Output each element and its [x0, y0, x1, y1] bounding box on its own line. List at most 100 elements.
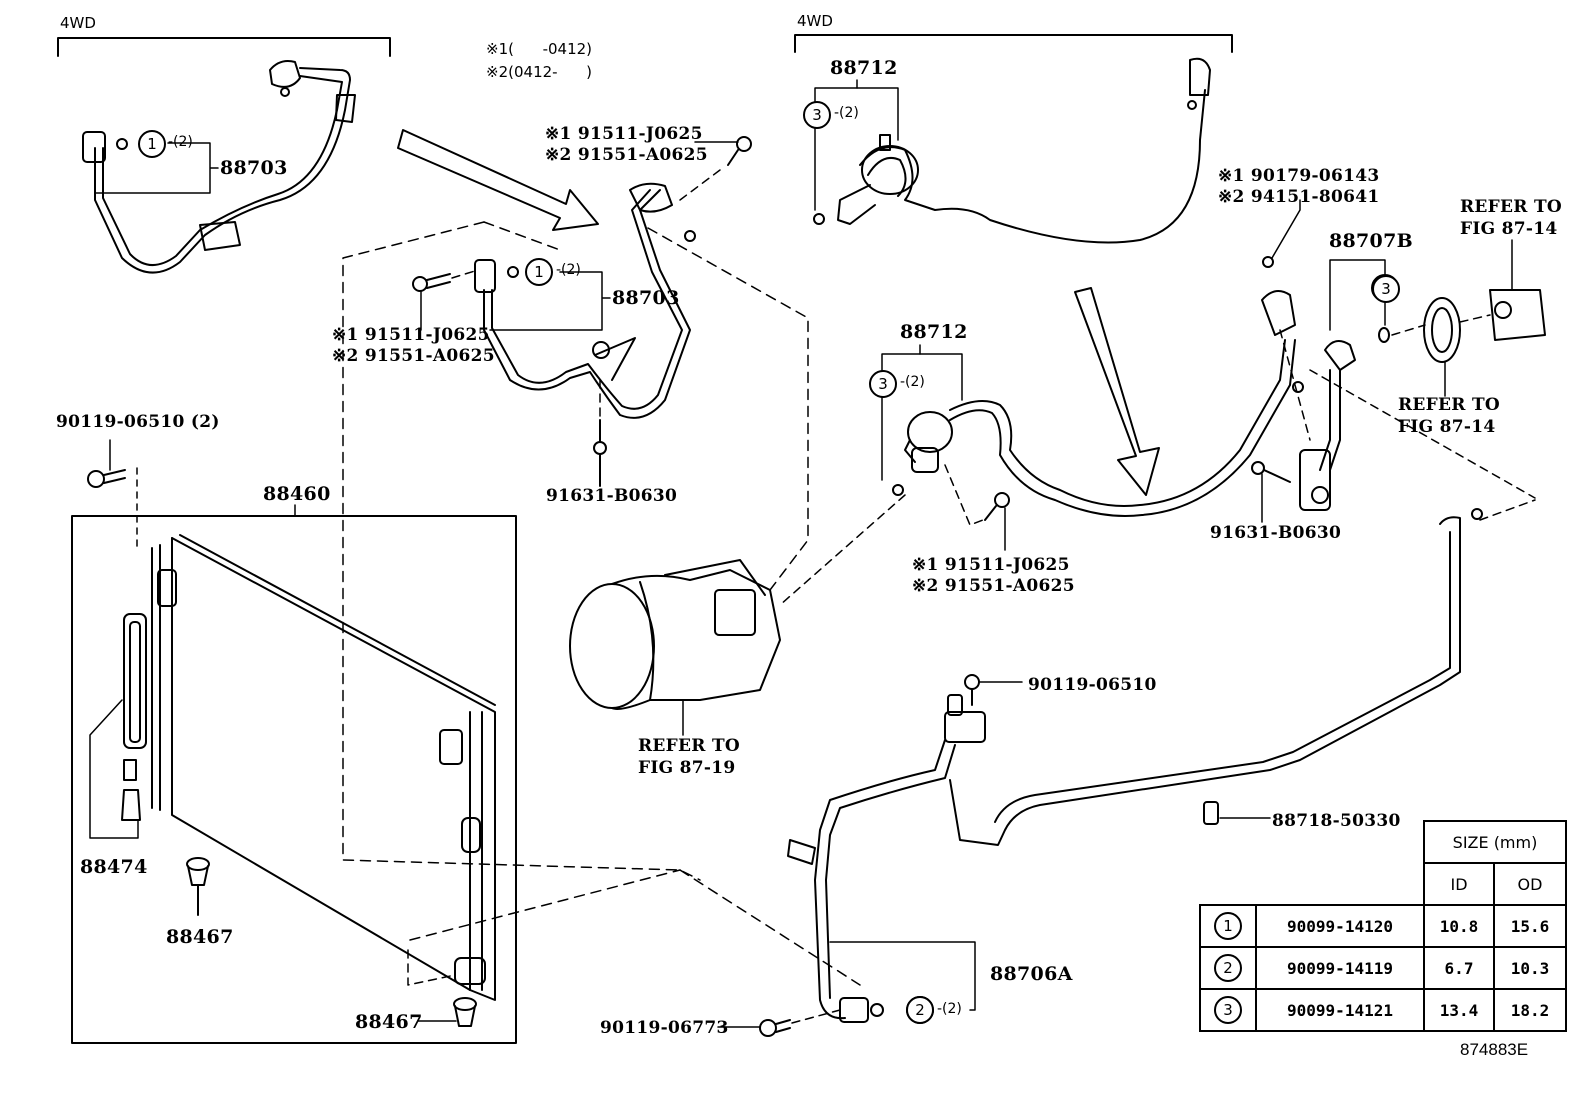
direction-arrow-2	[1074, 287, 1160, 496]
part-label-91631-center[interactable]: 91631-B0630	[546, 486, 678, 506]
part-label-91551-top[interactable]: ※2 91551-A0625	[545, 145, 708, 165]
variant-note-2: ※2(0412- )	[486, 63, 592, 81]
figure-id: 874883E	[1460, 1040, 1529, 1059]
tube-88706A	[787, 694, 986, 1023]
table-ref-circle: 1	[1214, 912, 1242, 940]
bolt-91511-left	[412, 273, 451, 292]
oring-ref-1-b: 1	[525, 258, 553, 286]
compressor-ref-line2[interactable]: FIG 87-19	[638, 758, 736, 778]
part-label-88707B[interactable]: 88707B	[1329, 230, 1413, 252]
table-od-value: 10.3	[1493, 946, 1567, 990]
condenser-box-88460	[71, 515, 517, 1044]
oring-qty-b: -(2)	[556, 262, 581, 278]
table-header-row-1: SIZE (mm)	[1200, 820, 1567, 864]
compressor	[569, 559, 781, 710]
part-label-88718-50330[interactable]: 88718-50330	[1272, 811, 1401, 831]
part-label-88712-top[interactable]: 88712	[830, 57, 898, 79]
hose-88703-center	[474, 182, 696, 419]
expansion-valve-ref-line2[interactable]: FIG 87-14	[1460, 219, 1558, 239]
table-row: 1 90099-14120 10.8 15.6	[1199, 904, 1567, 948]
part-label-91551-mid[interactable]: ※2 91551-A0625	[912, 576, 1075, 596]
group-label-4wd-left: 4WD	[60, 14, 96, 32]
table-header-size: SIZE (mm)	[1423, 820, 1567, 864]
table-id-value: 10.8	[1423, 904, 1495, 948]
liquid-tube	[949, 508, 1483, 846]
bolt-91631-right	[1251, 461, 1291, 483]
variant-note-2-range: (0412- )	[508, 63, 593, 81]
part-label-90179-06143[interactable]: ※1 90179-06143	[1218, 166, 1380, 186]
dash-line-1	[451, 269, 479, 279]
seal-ref-line2[interactable]: FIG 87-14	[1398, 417, 1496, 437]
bolt-91631-center	[593, 419, 607, 487]
seal-fig-87-14	[1423, 297, 1461, 363]
pipe-88707b-upper	[1261, 290, 1296, 336]
oring-ref-3-88707b: 3	[1372, 275, 1400, 303]
nut-90179	[1262, 256, 1274, 268]
variant-note-1-mark: ※1	[486, 40, 509, 58]
part-label-91511-left[interactable]: ※1 91511-J0625	[332, 325, 490, 345]
table-part-number[interactable]: 90099-14120	[1255, 904, 1425, 948]
table-header-od: OD	[1493, 862, 1567, 906]
bolt-90119-condenser	[87, 469, 126, 488]
expansion-valve-ref-line1[interactable]: REFER TO	[1460, 197, 1563, 217]
hose-88712-4wd	[837, 57, 1211, 244]
table-ref-circle: 3	[1214, 996, 1242, 1024]
leader-88703-4wd	[94, 142, 219, 194]
part-label-88474[interactable]: 88474	[80, 856, 148, 878]
variant-note-1-range: ( -0412)	[508, 40, 593, 58]
variant-note-2-mark: ※2	[486, 63, 509, 81]
oring-ref-3-top: 3	[803, 101, 831, 129]
part-label-88703-a[interactable]: 88703	[220, 157, 288, 179]
oring-qty-88706a: -(2)	[937, 1001, 962, 1017]
tube-88707B	[1299, 340, 1356, 511]
part-label-90119-06510-right[interactable]: 90119-06510	[1028, 675, 1157, 695]
cushion-88467-left	[186, 857, 210, 916]
expansion-valve-fig-87-14	[1489, 289, 1546, 341]
table-part-number[interactable]: 90099-14121	[1255, 988, 1425, 1032]
part-label-91511-mid[interactable]: ※1 91511-J0625	[912, 555, 1070, 575]
part-label-94151-80641[interactable]: ※2 94151-80641	[1218, 187, 1380, 207]
part-label-88712-mid[interactable]: 88712	[900, 321, 968, 343]
part-label-90119-06510-qty2[interactable]: 90119-06510 (2)	[56, 412, 220, 432]
table-row: 3 90099-14121 13.4 18.2	[1199, 988, 1567, 1032]
part-label-88467-a[interactable]: 88467	[166, 926, 234, 948]
oring-qty-mid: -(2)	[900, 374, 925, 390]
part-label-91631-right[interactable]: 91631-B0630	[1210, 523, 1342, 543]
oring-qty-top: -(2)	[834, 105, 859, 121]
group-label-4wd-right: 4WD	[797, 12, 833, 30]
condenser-88460	[151, 534, 496, 1001]
table-od-value: 18.2	[1493, 988, 1567, 1032]
drier-88474	[121, 613, 147, 821]
part-label-88460[interactable]: 88460	[263, 483, 331, 505]
oring-qty-a: -(2)	[168, 134, 193, 150]
bolt-91511-mid-right	[984, 492, 1010, 521]
compressor-ref-line1[interactable]: REFER TO	[638, 736, 741, 756]
bolt-91511-top	[727, 136, 752, 166]
part-label-88703-b[interactable]: 88703	[612, 287, 680, 309]
cushion-88467-right	[453, 997, 477, 1027]
bolt-90119-06510-right	[964, 674, 980, 706]
dash-outline-left	[342, 221, 701, 881]
part-label-88706A[interactable]: 88706A	[990, 963, 1073, 985]
table-header-row-2: ID OD	[1200, 862, 1567, 906]
table-id-value: 6.7	[1423, 946, 1495, 990]
part-label-88467-b[interactable]: 88467	[355, 1011, 423, 1033]
variant-note-1: ※1( -0412)	[486, 40, 592, 58]
group-bracket-4wd-right	[794, 34, 1233, 53]
seal-ref-line1[interactable]: REFER TO	[1398, 395, 1501, 415]
table-od-value: 15.6	[1493, 904, 1567, 948]
table-header-id: ID	[1423, 862, 1495, 906]
hose-88703-4wd	[82, 60, 356, 274]
table-part-number[interactable]: 90099-14119	[1255, 946, 1425, 990]
table-ref-circle: 2	[1214, 954, 1242, 982]
table-id-value: 13.4	[1423, 988, 1495, 1032]
group-bracket-4wd-left	[57, 37, 391, 57]
part-label-91511-top[interactable]: ※1 91511-J0625	[545, 124, 703, 144]
bolt-90119-06773	[759, 1019, 791, 1037]
part-label-90119-06773[interactable]: 90119-06773	[600, 1018, 729, 1038]
clamp-88718	[1203, 801, 1219, 825]
hose-88712-center	[904, 339, 1296, 517]
oring-ref-2: 2	[906, 996, 934, 1024]
part-label-91551-left[interactable]: ※2 91551-A0625	[332, 346, 495, 366]
